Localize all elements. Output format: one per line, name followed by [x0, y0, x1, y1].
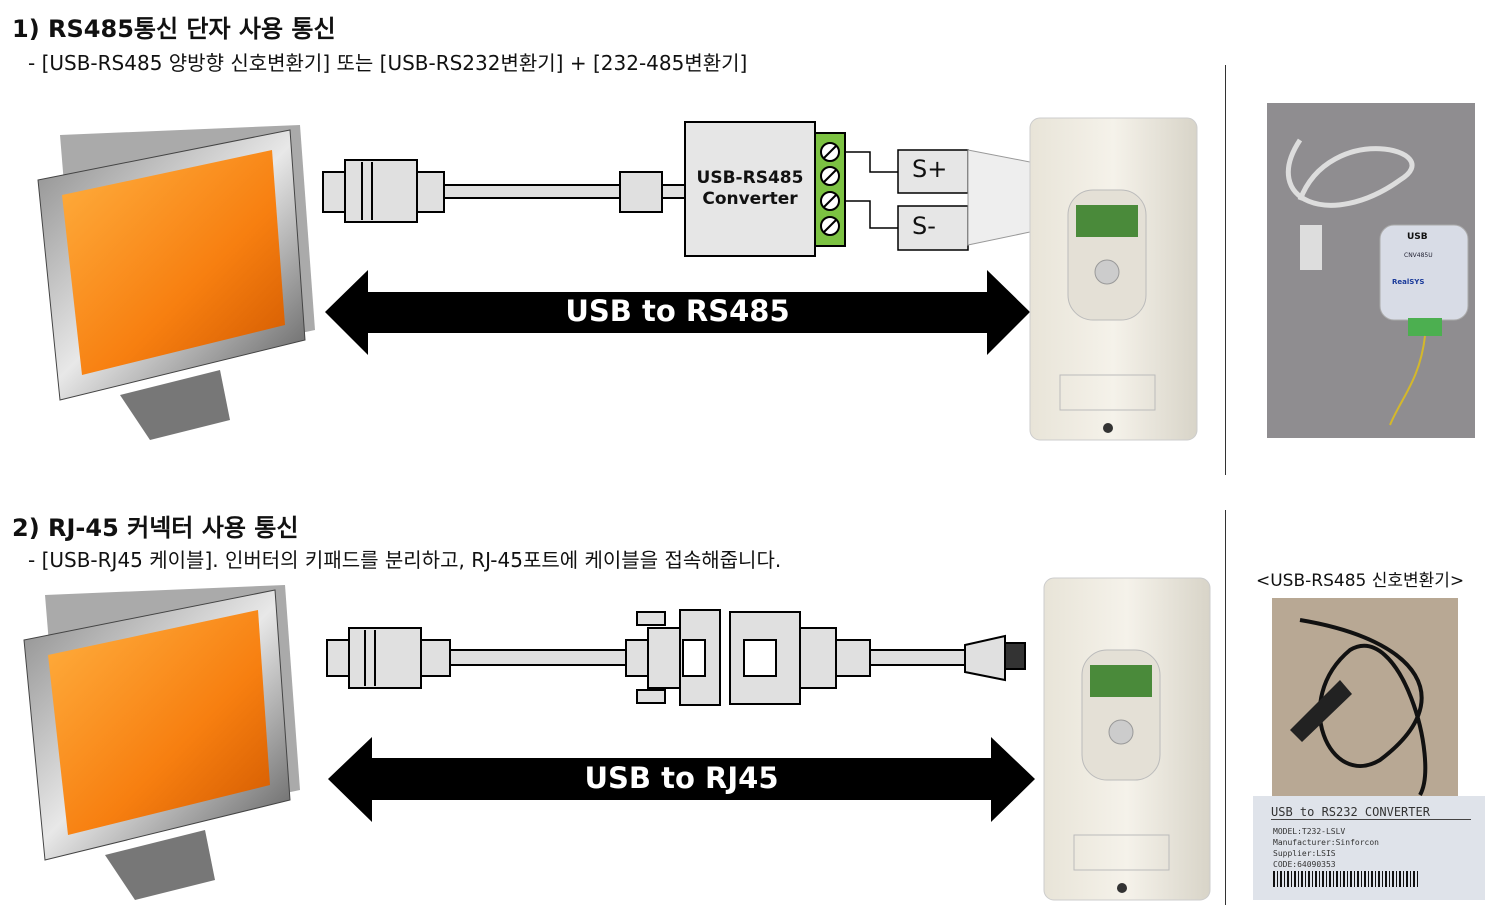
photo-caption: <USB-RS485 신호변환기>: [1256, 571, 1465, 591]
computer-monitor-icon: [37, 125, 315, 440]
usb-rs485-converter-photo: [1267, 103, 1475, 438]
section1-subtitle: - [USB-RS485 양방향 신호변환기] 또는 [USB-RS232변환기…: [28, 51, 748, 75]
barcode: [1273, 871, 1418, 887]
label-manufacturer: Manufacturer:Sinforcon: [1273, 838, 1379, 847]
s-minus-label: S-: [912, 212, 936, 240]
converter-label: USB-RS485: [696, 168, 804, 188]
converter-label-photo: USB to RS232 CONVERTER MODEL:T232-LSLV M…: [1253, 796, 1485, 900]
usb-plug-icon: [322, 159, 687, 223]
arrow-label: USB to RS485: [565, 294, 790, 328]
section2-title: 2) RJ-45 커넥터 사용 통신: [12, 514, 299, 542]
usb-rs232-cable-photo: [1272, 598, 1458, 796]
s-plus-label: S+: [912, 155, 948, 183]
converter-label: Converter: [702, 189, 798, 209]
label-model: MODEL:T232-LSLV: [1273, 827, 1346, 836]
usb-rs485-converter: [684, 121, 846, 257]
photo-text: USB: [1407, 232, 1428, 242]
divider: [1225, 510, 1226, 905]
photo-text: CNV485U: [1404, 252, 1433, 259]
section1-title: 1) RS485통신 단자 사용 통신: [12, 15, 336, 43]
usb-rj45-cable: [326, 609, 1026, 706]
inverter-image: [1043, 577, 1211, 901]
label-supplier: Supplier:LSIS: [1273, 849, 1336, 858]
label-code: CODE:64090353: [1273, 860, 1336, 869]
arrow-label: USB to RJ45: [584, 761, 779, 795]
divider: [1225, 65, 1226, 475]
inverter-image: [1029, 117, 1198, 441]
section2-subtitle: - [USB-RJ45 케이블]. 인버터의 키패드를 분리하고, RJ-45포…: [28, 548, 782, 572]
double-arrow: [328, 737, 1035, 822]
label-title: USB to RS232 CONVERTER: [1271, 805, 1471, 820]
double-arrow: [325, 270, 1030, 355]
photo-text: RealSYS: [1392, 278, 1425, 286]
computer-monitor-icon: [23, 585, 300, 900]
